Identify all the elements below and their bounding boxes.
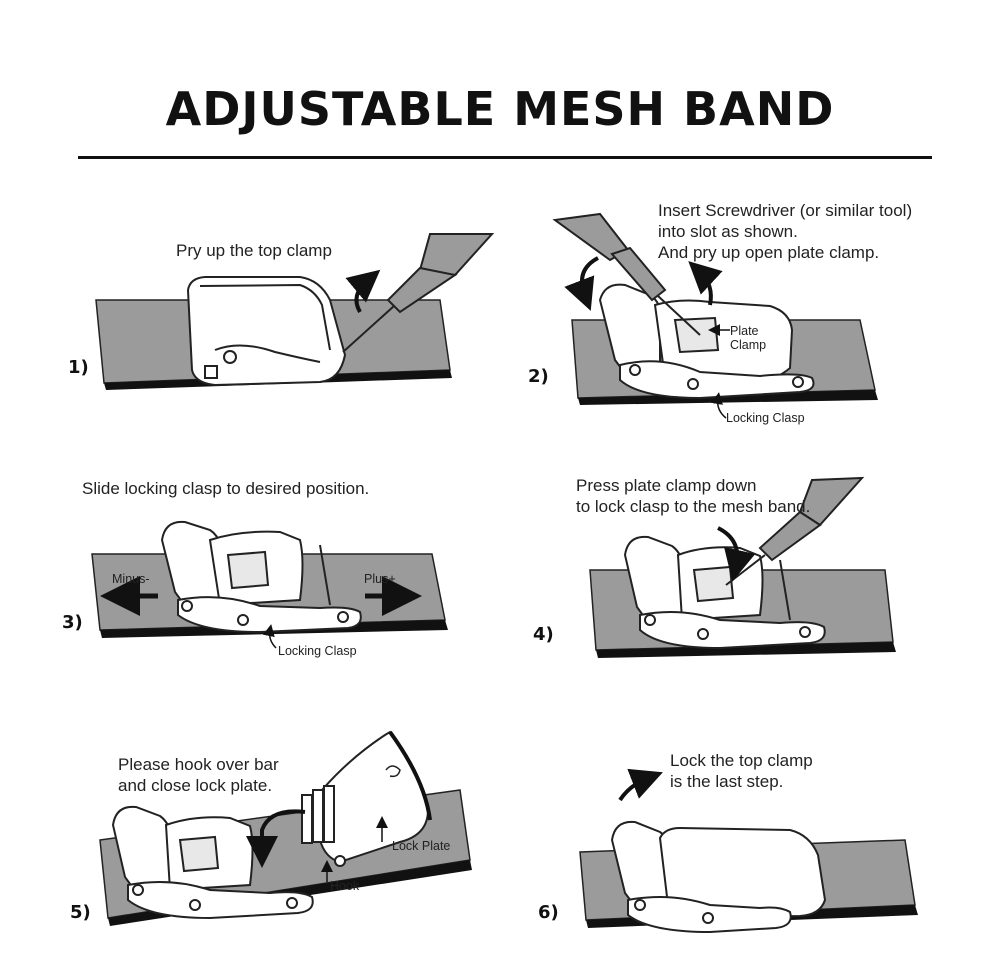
screwdriver-icon [342,233,495,353]
step-1-number: 1) [68,357,89,378]
step-6-number: 6) [538,902,559,923]
locking-clasp-label: Locking Clasp [726,411,805,425]
lock-plate-label: Lock Plate [392,839,451,853]
locking-clasp-pointer [711,392,727,419]
hook-label: Hook [330,879,360,893]
pry-up-arrow [688,261,723,306]
top-clamp [186,276,347,387]
band-edge [578,390,878,405]
step-2-instruction: Insert Screwdriver (or similar tool) int… [658,201,913,262]
lock-plate [301,730,432,867]
step-5-illustration [99,730,472,926]
step-6-instruction: Lock the top clamp is the last step. [670,751,813,791]
step-4-illustration [589,476,896,658]
step-4-number: 4) [533,624,554,645]
step-3-instruction: Slide locking clasp to desired position. [82,479,370,498]
step-4-instruction: Press plate clamp down to lock clasp to … [576,476,811,516]
page-title: ADJUSTABLE MESH BAND [165,82,835,136]
step-3-number: 3) [62,612,83,633]
step-1-illustration [95,233,495,390]
locking-clasp [160,520,362,634]
title-divider [78,156,932,159]
step-3-illustration [91,520,448,649]
locking-clasp-label: Locking Clasp [278,644,357,658]
band-edge [596,642,896,658]
pry-up-arrow [345,269,381,314]
closed-clasp [610,820,827,934]
press-down-arrow [717,526,756,582]
plus-label: Plus+ [364,572,396,586]
hook-over-arrow [246,809,306,868]
screwdriver-icon [725,476,865,586]
minus-label: Minus- [112,572,150,586]
locking-clasp [111,805,314,920]
open-clasp [598,283,815,400]
plate-clamp-label: Plate Clamp [730,324,767,352]
step-2-number: 2) [528,366,549,387]
push-down-arrow [564,256,600,311]
locking-clasp-pointer [262,624,277,649]
step-2-illustration [552,212,878,419]
screwdriver-icon [552,212,701,336]
step-5-number: 5) [70,902,91,923]
step-6-illustration [579,768,918,934]
lock-arrow [618,768,663,802]
step-5-instruction: Please hook over bar and close lock plat… [118,755,279,795]
step-1-instruction: Pry up the top clamp [176,241,332,260]
